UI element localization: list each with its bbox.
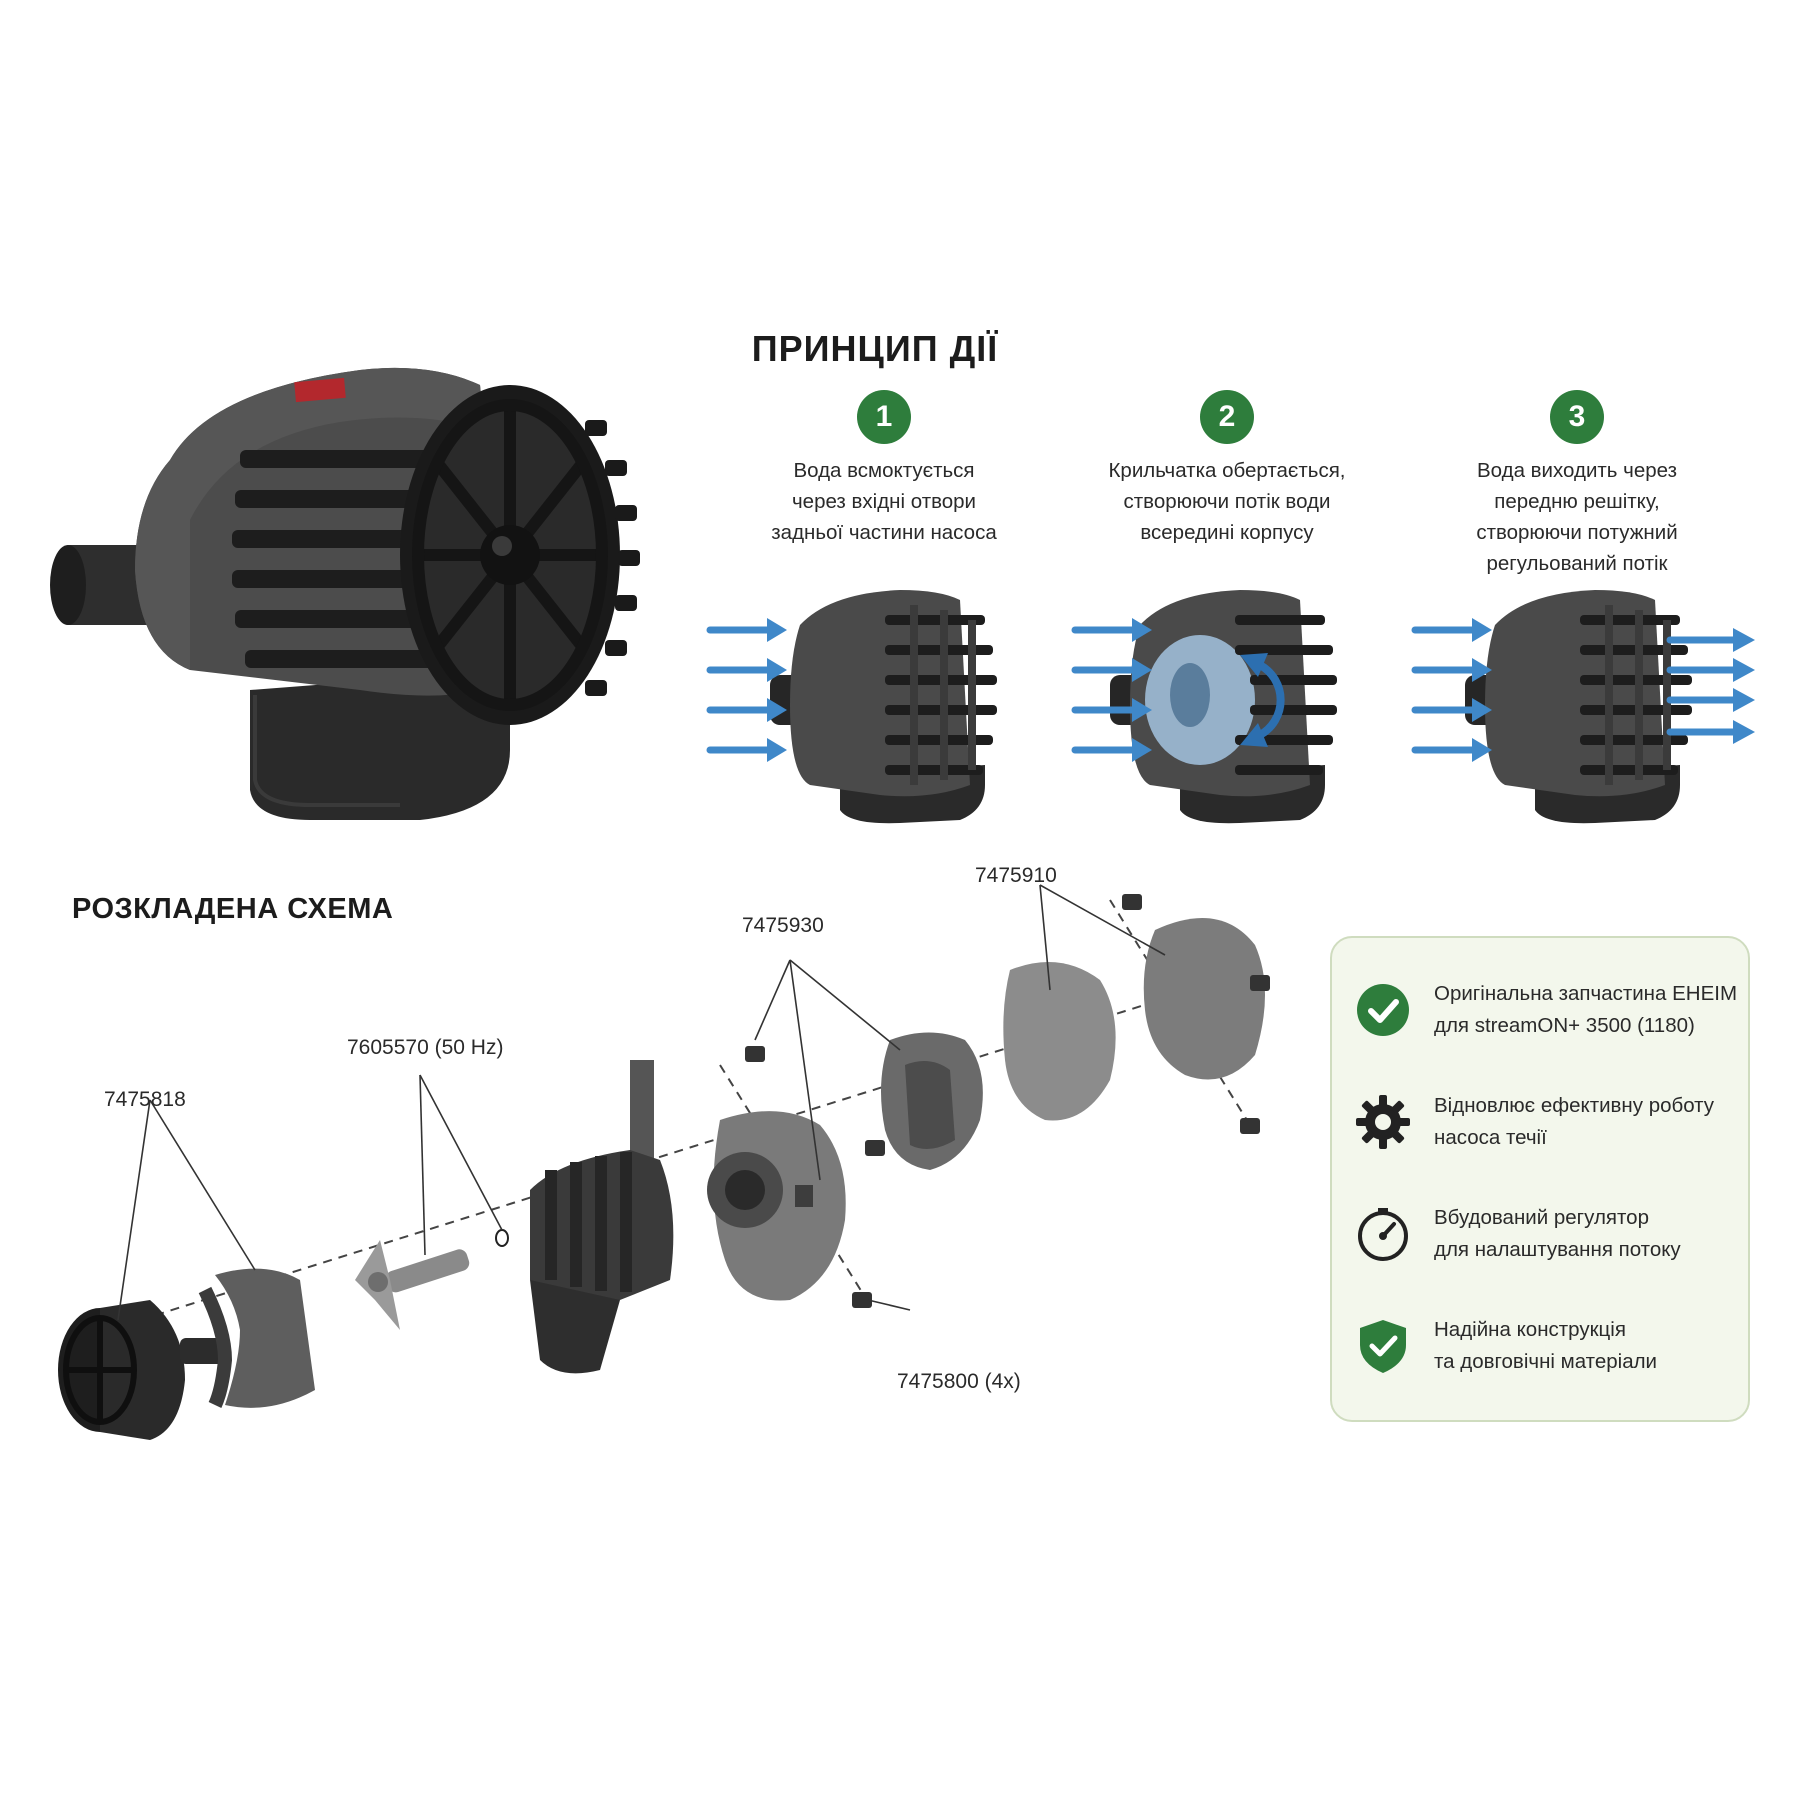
principle-title: ПРИНЦИП ДІЇ xyxy=(751,328,999,369)
feature-text-regulator: Вбудований регулятор для налаштування по… xyxy=(1434,1206,1681,1261)
part-label-7475910: 7475910 xyxy=(975,864,1057,887)
part-label-7475818: 7475818 xyxy=(104,1088,186,1111)
part-label-7475800: 7475800 (4x) xyxy=(897,1370,1021,1393)
step-3-inflow-arrows xyxy=(1411,618,1492,762)
step-text-1: Вода всмоктується через вхідні отвори за… xyxy=(771,459,997,544)
exploded-title: РОЗКЛАДЕНА СХЕМА xyxy=(72,893,394,925)
feature-item-reliable: Надійна конструкція та довговічні матері… xyxy=(1354,1314,1734,1378)
gear-icon xyxy=(1354,1093,1412,1151)
step-text-3: Вода виходить через передню решітку, ств… xyxy=(1476,459,1678,575)
step-1-inflow-arrows xyxy=(706,618,787,762)
hero-pump-image xyxy=(50,367,640,820)
part-label-7605570: 7605570 (50 Hz) xyxy=(347,1036,504,1059)
step-text-2: Крильчатка обертається, створюючи потік … xyxy=(1108,459,1346,544)
feature-text-original: Оригінальна запчастина EHEIM для streamO… xyxy=(1434,982,1738,1037)
feature-text-restore: Відновлює ефективну роботу насоса течії xyxy=(1434,1094,1715,1149)
step-2-pump-image xyxy=(1110,590,1337,824)
step-badge-2: 2 xyxy=(1200,390,1254,444)
step-1-pump-image xyxy=(770,590,997,824)
feature-item-regulator: Вбудований регулятор для налаштування по… xyxy=(1354,1202,1734,1266)
feature-item-restore: Відновлює ефективну роботу насоса течії xyxy=(1354,1090,1734,1154)
step-2-inflow-arrows xyxy=(1071,618,1152,762)
step-3-outflow-arrows xyxy=(1666,628,1755,744)
step-3-pump-image xyxy=(1465,590,1692,824)
step-badge-1: 1 xyxy=(857,390,911,444)
check-circle-icon xyxy=(1354,981,1412,1039)
features-panel: Оригінальна запчастина EHEIM для streamO… xyxy=(1330,936,1750,1422)
gauge-icon xyxy=(1354,1205,1412,1263)
exploded-view-diagram xyxy=(58,884,1270,1440)
feature-item-original: Оригінальна запчастина EHEIM для streamO… xyxy=(1354,978,1738,1042)
part-cage-image xyxy=(58,1300,230,1440)
part-label-7475930: 7475930 xyxy=(742,914,824,937)
feature-text-reliable: Надійна конструкція та довговічні матері… xyxy=(1434,1318,1658,1373)
shield-check-icon xyxy=(1354,1317,1412,1375)
step-badge-3: 3 xyxy=(1550,390,1604,444)
